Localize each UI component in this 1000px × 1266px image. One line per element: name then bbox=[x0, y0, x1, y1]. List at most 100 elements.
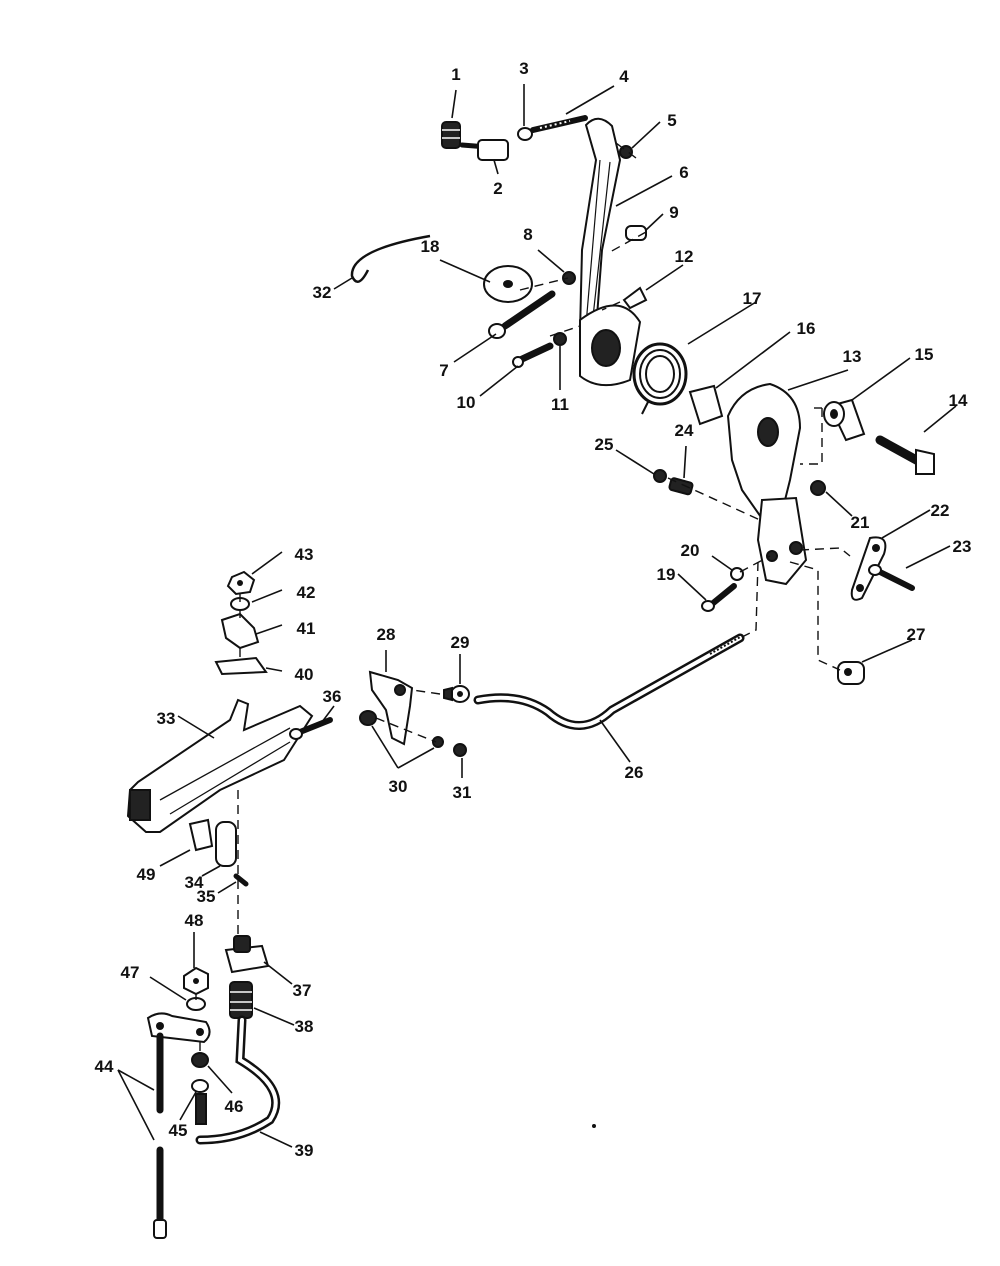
callout-39: 39 bbox=[295, 1141, 314, 1160]
part-19-screw bbox=[701, 583, 737, 612]
bracket-assembly bbox=[653, 382, 935, 685]
callout-19: 19 bbox=[657, 565, 676, 584]
callout-38: 38 bbox=[295, 1017, 314, 1036]
part-48-nut bbox=[183, 966, 209, 996]
callout-6: 6 bbox=[679, 163, 688, 182]
callout-27: 27 bbox=[907, 625, 926, 644]
callout-31: 31 bbox=[453, 783, 472, 802]
part-2-link bbox=[459, 139, 509, 161]
callout-14: 14 bbox=[949, 391, 968, 410]
part-43-nut bbox=[226, 570, 256, 596]
part-37-block bbox=[224, 935, 270, 974]
callout-35: 35 bbox=[197, 887, 216, 906]
throttle-lever-assembly bbox=[350, 115, 688, 415]
cam-follower-assembly bbox=[359, 670, 470, 757]
callout-33: 33 bbox=[157, 709, 176, 728]
part-40-plate bbox=[214, 656, 268, 676]
callout-10: 10 bbox=[457, 393, 476, 412]
callout-45: 45 bbox=[169, 1121, 188, 1140]
callout-3: 3 bbox=[519, 59, 528, 78]
part-14-bolt bbox=[875, 435, 935, 475]
part-16-bushing bbox=[688, 384, 724, 426]
part-4-rod bbox=[530, 115, 588, 133]
callout-43: 43 bbox=[295, 545, 314, 564]
callout-32: 32 bbox=[313, 283, 332, 302]
part-3-washer bbox=[517, 127, 533, 141]
callout-4: 4 bbox=[619, 67, 629, 86]
callout-21: 21 bbox=[851, 513, 870, 532]
part-30-fasteners bbox=[359, 710, 444, 748]
part-26-link-rod bbox=[473, 633, 745, 730]
callout-8: 8 bbox=[523, 225, 532, 244]
callout-2: 2 bbox=[493, 179, 502, 198]
callout-26: 26 bbox=[625, 763, 644, 782]
bell-crank bbox=[146, 1012, 211, 1044]
callout-16: 16 bbox=[797, 319, 816, 338]
bracket-lower-arm bbox=[756, 496, 808, 586]
part-15-bushing bbox=[823, 398, 866, 442]
callout-18: 18 bbox=[421, 237, 440, 256]
callout-25: 25 bbox=[595, 435, 614, 454]
part-1-spring bbox=[441, 121, 461, 149]
callout-36: 36 bbox=[323, 687, 342, 706]
callout-1: 1 bbox=[451, 65, 460, 84]
callout-48: 48 bbox=[185, 911, 204, 930]
assembly-dashed-lines bbox=[195, 139, 851, 1052]
part-21-nut bbox=[810, 480, 826, 496]
callout-29: 29 bbox=[451, 633, 470, 652]
part-29-fitting bbox=[443, 685, 470, 703]
callout-28: 28 bbox=[377, 625, 396, 644]
part-35-screw bbox=[233, 873, 249, 887]
callout-46: 46 bbox=[225, 1097, 244, 1116]
part-49-block bbox=[188, 818, 214, 852]
callout-12: 12 bbox=[675, 247, 694, 266]
part-7-screw bbox=[488, 290, 556, 339]
callouts: 1 2 3 4 5 6 7 8 9 10 11 12 13 14 15 16 1… bbox=[95, 59, 972, 1160]
part-11-nut bbox=[553, 332, 567, 346]
callout-34: 34 bbox=[185, 873, 204, 892]
callout-13: 13 bbox=[843, 347, 862, 366]
callout-20: 20 bbox=[681, 541, 700, 560]
part-34-gasket bbox=[215, 821, 237, 867]
leader-lines bbox=[117, 84, 957, 1148]
callout-49: 49 bbox=[137, 865, 156, 884]
part-31-nut bbox=[453, 743, 467, 757]
callout-15: 15 bbox=[915, 345, 934, 364]
part-25-nut bbox=[653, 469, 667, 483]
callout-5: 5 bbox=[667, 111, 676, 130]
part-32-clip bbox=[350, 234, 431, 283]
part-44-rods bbox=[153, 1032, 167, 1239]
part-9-sleeve bbox=[625, 225, 647, 241]
callout-24: 24 bbox=[675, 421, 694, 440]
part-36-screw bbox=[289, 717, 333, 740]
callout-37: 37 bbox=[293, 981, 312, 1000]
part-27-cap bbox=[837, 661, 865, 685]
callout-30: 30 bbox=[389, 777, 408, 796]
callout-42: 42 bbox=[297, 583, 316, 602]
part-41-bracket bbox=[220, 612, 260, 650]
callout-23: 23 bbox=[953, 537, 972, 556]
part-8-nut bbox=[562, 271, 576, 285]
callout-17: 17 bbox=[743, 289, 762, 308]
part-46-pin bbox=[191, 1052, 209, 1068]
lower-linkage-assembly bbox=[146, 966, 281, 1239]
part-12-cap bbox=[622, 286, 648, 310]
callout-41: 41 bbox=[297, 619, 316, 638]
part-33-main-bracket bbox=[126, 698, 314, 833]
part-24-spring bbox=[668, 477, 694, 496]
part-45-washer bbox=[191, 1079, 209, 1093]
callout-11: 11 bbox=[551, 395, 569, 414]
callout-47: 47 bbox=[121, 963, 140, 982]
callout-40: 40 bbox=[295, 665, 314, 684]
callout-7: 7 bbox=[439, 361, 448, 380]
callout-9: 9 bbox=[669, 203, 678, 222]
main-bracket-assembly bbox=[126, 570, 333, 974]
callout-44: 44 bbox=[95, 1057, 114, 1076]
part-17-coil-spring bbox=[632, 342, 688, 415]
part-38-spring bbox=[229, 981, 253, 1019]
part-18-washer bbox=[483, 265, 533, 303]
stray-mark bbox=[592, 1124, 596, 1128]
part-6-lever-arm bbox=[578, 117, 622, 334]
part-23-screw bbox=[868, 564, 915, 591]
part-10-screw bbox=[512, 342, 554, 368]
